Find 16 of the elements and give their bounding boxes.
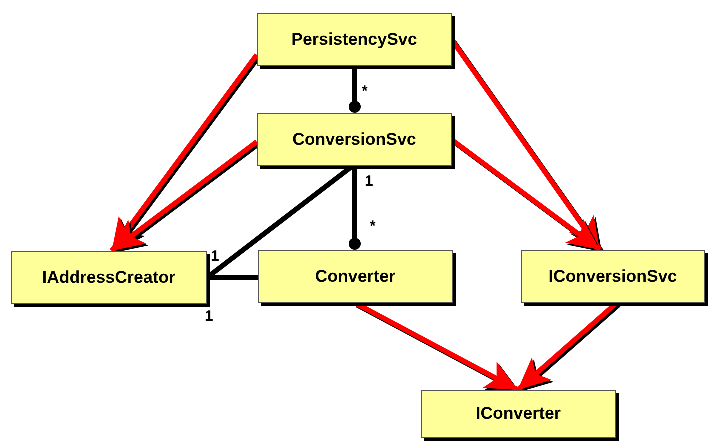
multiplicity-label: 1 (365, 174, 374, 189)
class-box: PersistencySvc (257, 13, 452, 66)
multiplicity-label: 1 (211, 249, 220, 264)
connector-line (349, 66, 361, 113)
class-box: IConversionSvc (521, 250, 705, 303)
class-box: IConverter (421, 390, 616, 438)
multiplicity-label: 1 (205, 309, 214, 324)
multiplicity-label: * (362, 84, 368, 99)
arrow (110, 54, 260, 252)
class-box: Converter (258, 250, 453, 303)
connector-line (207, 276, 258, 280)
class-box: IAddressCreator (11, 251, 207, 304)
multiplicity-label: * (370, 219, 376, 234)
class-box: ConversionSvc (257, 113, 452, 166)
connector-line (349, 166, 361, 250)
arrow (110, 140, 258, 253)
